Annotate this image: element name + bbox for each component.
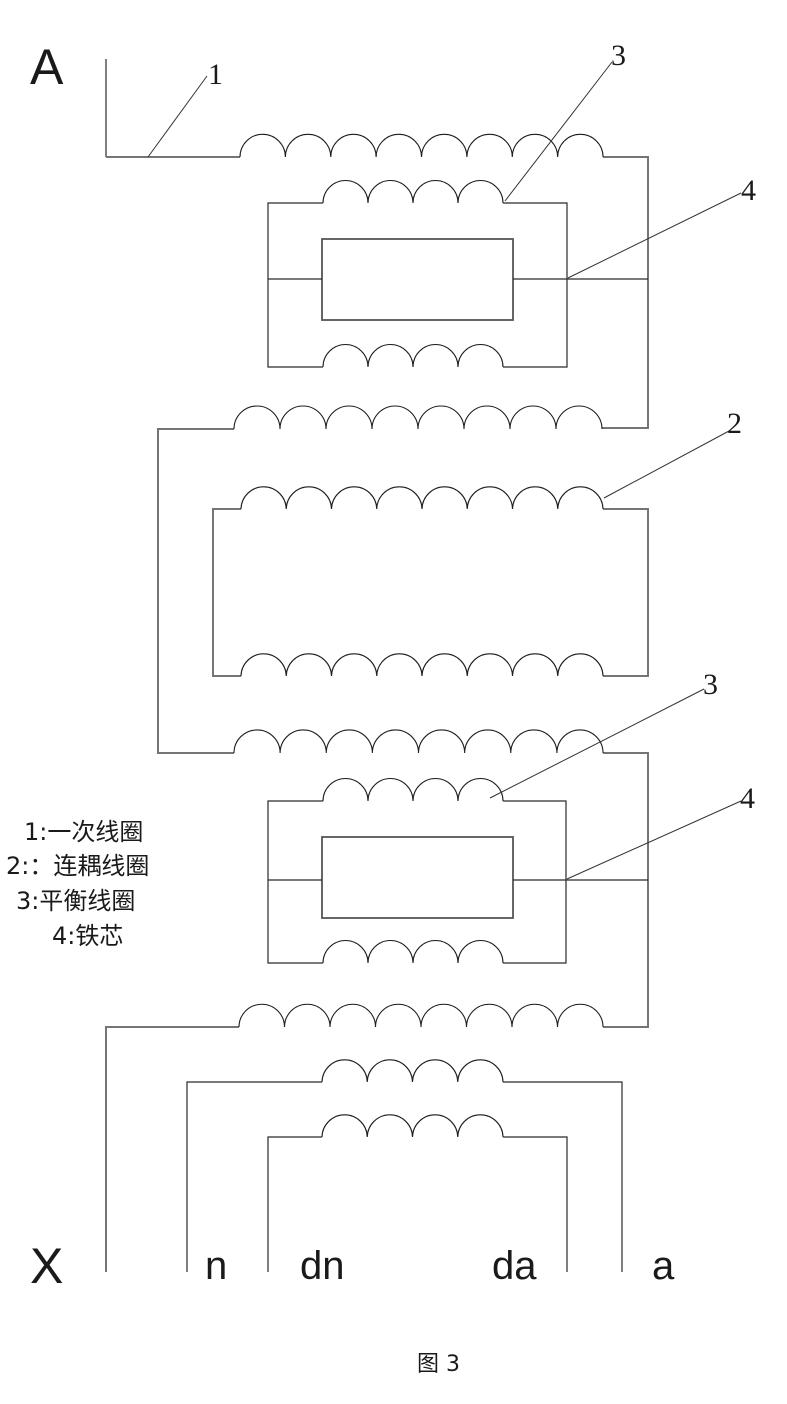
tap-da-label: da — [492, 1244, 537, 1288]
balance-b-left-frame — [267, 800, 323, 964]
leader-4-bottom — [566, 800, 742, 880]
coil-tap-dn-da — [321, 1114, 504, 1138]
callout-4-top-label: 4 — [741, 174, 756, 207]
callout-2-label: 2 — [727, 407, 742, 440]
leader-1 — [147, 75, 208, 158]
coil-coupling-bottom — [240, 653, 604, 677]
leader-4-top — [567, 192, 742, 279]
coil-coupling-top — [240, 486, 604, 510]
coupling-loop-right-wire — [603, 508, 649, 677]
figure-caption: 图 3 — [417, 1352, 460, 1377]
leader-3-bottom — [489, 688, 705, 799]
tap-dn-label: dn — [300, 1244, 345, 1288]
primary-left-wire-2 — [157, 428, 234, 754]
tap-a-wire — [503, 1081, 623, 1272]
coil-tap-n-a — [321, 1059, 504, 1083]
terminal-x-wire — [105, 1026, 239, 1272]
tap-a-label: a — [652, 1244, 675, 1288]
coil-primary-2 — [233, 405, 603, 430]
legend-line-1: 1:一次线圈 — [24, 818, 144, 846]
callout-1-label: 1 — [208, 58, 223, 91]
tap-n-label: n — [205, 1244, 228, 1288]
legend-line-3: 3:平衡线圈 — [16, 887, 136, 915]
leader-3-top — [504, 61, 613, 202]
coil-balance-b-bottom — [322, 939, 504, 964]
primary-right-wire-1 — [602, 156, 649, 429]
tap-dn-wire — [267, 1136, 322, 1272]
leader-2 — [603, 430, 730, 499]
iron-core-a-rect — [321, 238, 514, 321]
coil-balance-b-top — [322, 777, 504, 802]
coil-primary-1 — [239, 133, 604, 158]
tap-da-wire — [503, 1136, 568, 1272]
coupling-loop-left-wire — [212, 508, 241, 677]
balance-a-right-frame — [503, 202, 568, 368]
coil-primary-3 — [233, 729, 604, 754]
legend-line-2: 2:：连耦线圈 — [6, 852, 150, 880]
coil-primary-4 — [238, 1003, 604, 1028]
balance-b-right-frame — [503, 800, 567, 964]
callout-4-bottom-label: 4 — [740, 782, 755, 815]
terminal-a-label: A — [30, 39, 64, 95]
tap-n-wire — [186, 1081, 322, 1272]
primary-right-wire-2 — [603, 752, 649, 1028]
terminal-x-label: X — [30, 1238, 64, 1294]
iron-core-b-rect — [321, 836, 514, 919]
coil-balance-a-top — [322, 179, 504, 204]
callout-3-top-label: 3 — [611, 39, 626, 72]
coil-balance-a-bottom — [322, 343, 504, 368]
legend-line-4: 4:铁芯 — [52, 922, 124, 950]
callout-3-bottom-label: 3 — [703, 668, 718, 701]
balance-a-left-frame — [267, 202, 323, 368]
